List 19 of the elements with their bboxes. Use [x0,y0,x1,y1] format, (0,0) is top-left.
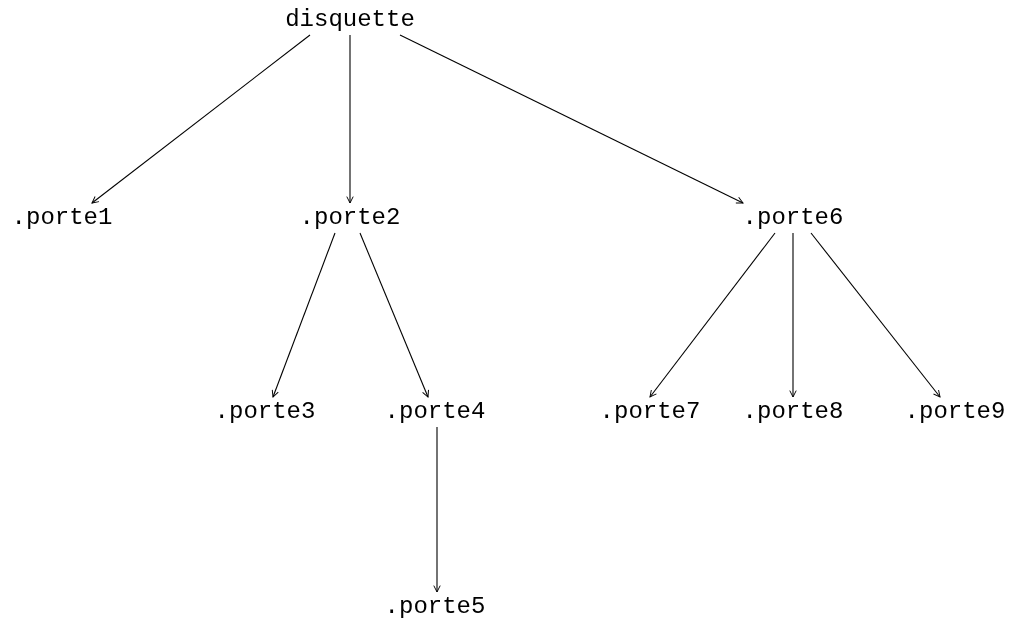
arrow [346,34,354,204]
node-label: disquette [285,7,415,33]
node-label: .porte1 [11,205,113,231]
arrow [359,232,429,398]
arrow [399,34,744,204]
node-label: .porte9 [904,399,1006,425]
node-label: .porte2 [299,205,401,231]
arrow [433,426,441,593]
node-label: .porte8 [742,399,844,425]
arrow [810,232,941,398]
node-label: .porte5 [384,594,486,620]
arrow [271,232,336,398]
node-label: .porte7 [599,399,701,425]
node-label: .porte4 [384,399,486,425]
node-label: .porte6 [742,205,844,231]
node-label: .porte3 [214,399,316,425]
arrow [91,34,311,204]
arrow [789,232,797,398]
arrow [649,232,776,398]
